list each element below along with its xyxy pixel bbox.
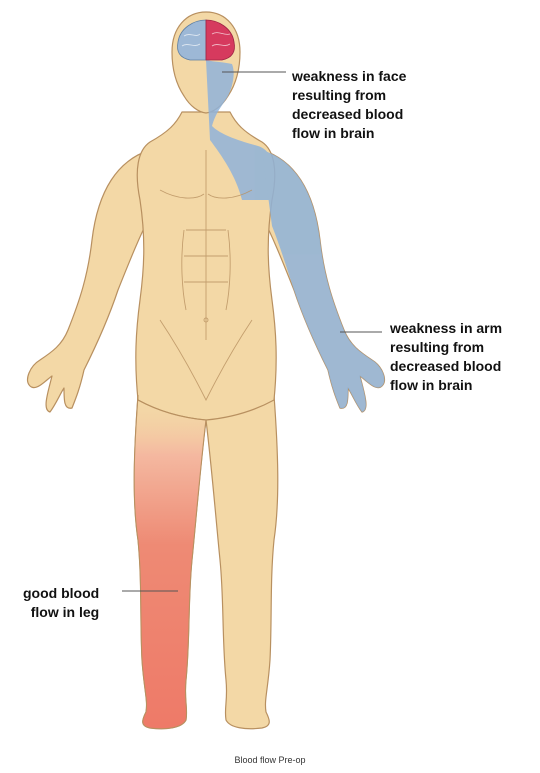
- right-leg: [206, 395, 278, 729]
- reduced-flow-arm: [262, 150, 384, 412]
- annotation-face: weakness in face resulting from decrease…: [292, 67, 406, 143]
- annotation-leg-line: good blood: [23, 584, 99, 603]
- annotation-arm-line: flow in brain: [390, 376, 502, 395]
- annotation-arm-line: decreased blood: [390, 357, 502, 376]
- left-arm: [28, 150, 152, 412]
- annotation-leg: good blood flow in leg: [23, 584, 99, 622]
- annotation-arm-line: resulting from: [390, 338, 502, 357]
- annotation-face-line: flow in brain: [292, 124, 406, 143]
- good-flow-leg: [134, 395, 206, 729]
- annotation-face-line: resulting from: [292, 86, 406, 105]
- annotation-leg-line: flow in leg: [23, 603, 99, 622]
- annotation-arm: weakness in arm resulting from decreased…: [390, 319, 502, 395]
- annotation-arm-line: weakness in arm: [390, 319, 502, 338]
- annotation-face-line: weakness in face: [292, 67, 406, 86]
- figure-caption: Blood flow Pre-op: [0, 755, 540, 765]
- annotation-face-line: decreased blood: [292, 105, 406, 124]
